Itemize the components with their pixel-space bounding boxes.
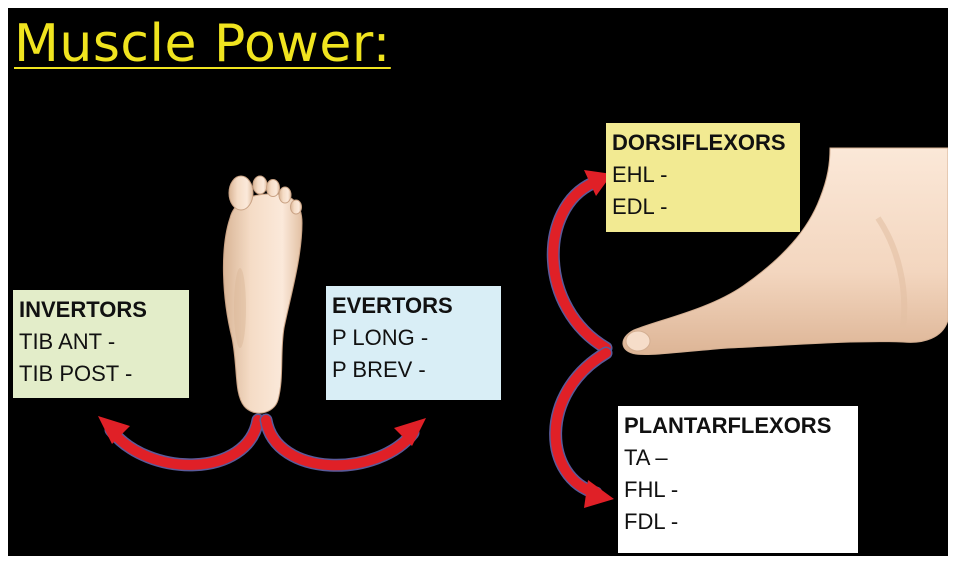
arrow-eversion [266,418,426,465]
invertors-item: TIB POST - [19,358,183,390]
evertors-item: P BREV - [332,354,495,386]
evertors-heading: EVERTORS [332,290,495,322]
dorsiflexors-heading: DORSIFLEXORS [612,127,794,159]
toe-2 [253,176,267,194]
invertors-box: INVERTORS TIB ANT - TIB POST - [13,290,189,398]
toe-4 [279,187,291,203]
foot-sole-image [223,176,302,413]
invertors-heading: INVERTORS [19,294,183,326]
arch-shadow [234,268,246,348]
evertors-box: EVERTORS P LONG - P BREV - [326,286,501,400]
arrow-plantarflexion [556,353,614,508]
dorsiflexors-box: DORSIFLEXORS EHL - EDL - [606,123,800,232]
plantarflexors-box: PLANTARFLEXORS TA – FHL - FDL - [618,406,858,553]
plantarflexors-heading: PLANTARFLEXORS [624,410,852,442]
slide: Muscle Power: [8,8,948,556]
dorsiflexors-item: EDL - [612,191,794,223]
evertors-item: P LONG - [332,322,495,354]
arrow-dorsiflexion [553,170,612,348]
big-toe [229,176,253,210]
toe-5 [291,200,302,214]
plantarflexors-item: TA – [624,442,852,474]
plantarflexors-item: FHL - [624,474,852,506]
invertors-item: TIB ANT - [19,326,183,358]
toe-3 [267,180,280,197]
dorsiflexors-item: EHL - [612,159,794,191]
toe-tip [626,331,650,351]
arrow-inversion [98,416,258,465]
arrowhead-plantarflexion [584,480,614,508]
plantarflexors-item: FDL - [624,506,852,538]
